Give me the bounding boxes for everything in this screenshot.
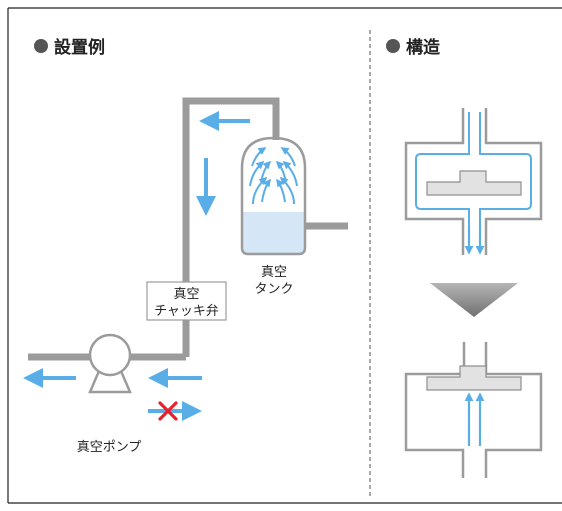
tank-flow-arrow — [276, 178, 286, 203]
valve-open-flow-path — [415, 112, 532, 248]
block-icon — [158, 401, 178, 421]
valve-closed — [404, 342, 543, 478]
valve-open-disc — [426, 170, 522, 196]
frame-border — [7, 7, 562, 504]
tank-label-line2: タンク — [254, 282, 293, 297]
tank-flow-arrows — [249, 147, 298, 205]
tank-label-line1: 真空 — [261, 265, 287, 280]
transition-triangle-icon — [430, 283, 518, 317]
flow-arrows — [23, 111, 250, 421]
tank-flow-arrow — [280, 147, 296, 167]
structure-heading: 構造 — [406, 37, 441, 58]
tank-flow-arrow — [251, 147, 267, 167]
tank-flow-arrow — [279, 176, 295, 205]
valve-open — [404, 108, 543, 255]
tank-flow-arrow — [260, 160, 272, 183]
vacuum-pump — [88, 333, 132, 394]
check-valve-box — [146, 281, 227, 321]
bullet-icon — [386, 39, 400, 53]
valve-closed-housing — [404, 342, 543, 478]
tank-flow-arrow — [249, 160, 265, 187]
pump-body — [88, 333, 132, 377]
installation-heading: 設置例 — [54, 37, 105, 58]
vacuum-tank — [240, 136, 307, 256]
check-valve-label-line1: 真空 — [173, 287, 199, 302]
tank-body — [240, 136, 307, 256]
valve-open-housing — [404, 108, 543, 255]
tank-flow-arrow — [282, 160, 298, 187]
tank-flow-arrow — [261, 178, 271, 203]
tank-liquid — [242, 212, 305, 254]
pump-label: 真空ポンプ — [77, 440, 142, 455]
pipe-upper — [182, 97, 280, 282]
check-valve-label-line2: チャッキ弁 — [154, 304, 219, 319]
bullet-icon — [34, 39, 48, 53]
valve-closed-disc — [426, 365, 522, 391]
tank-flow-arrow — [275, 160, 287, 183]
